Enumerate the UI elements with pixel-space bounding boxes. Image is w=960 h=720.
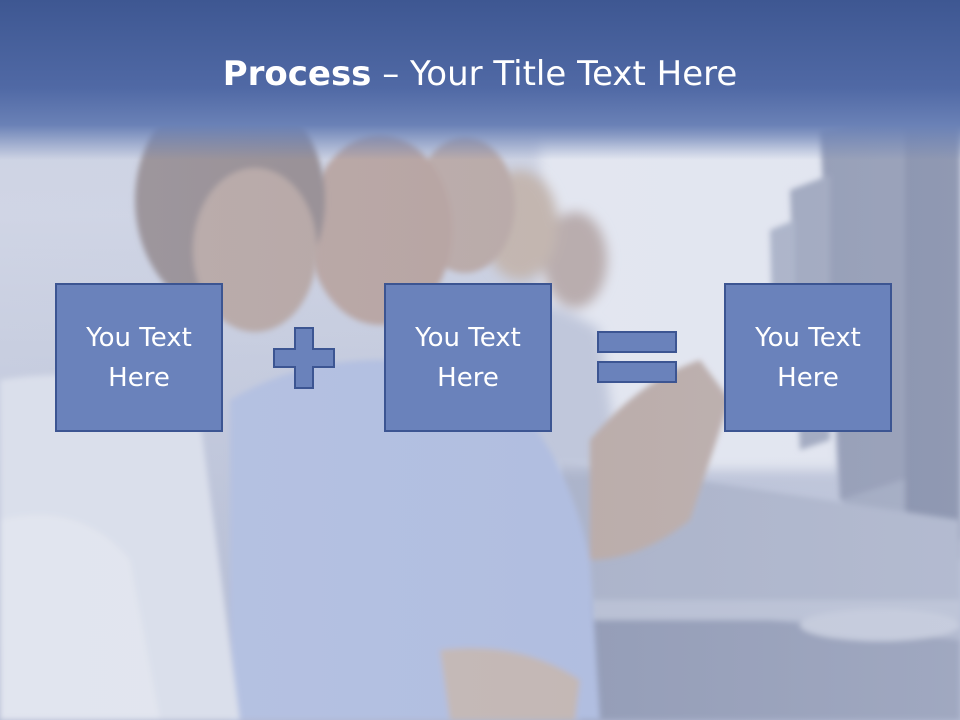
process-box-3-line-2: Here bbox=[777, 362, 839, 393]
process-box-2-line-2: Here bbox=[437, 362, 499, 393]
equals-icon bbox=[597, 331, 677, 383]
title-regular-part: – Your Title Text Here bbox=[371, 54, 738, 94]
process-box-1[interactable]: You Text Here bbox=[55, 283, 223, 432]
title-bold-part: Process bbox=[222, 54, 372, 94]
process-box-3-line-1: You Text bbox=[755, 322, 861, 353]
process-box-2-text: You Text Here bbox=[393, 318, 543, 398]
man-blue-shirt bbox=[230, 135, 730, 720]
process-box-1-line-1: You Text bbox=[86, 322, 192, 353]
process-box-3[interactable]: You Text Here bbox=[724, 283, 892, 432]
slide-title: Process – Your Title Text Here bbox=[0, 52, 960, 96]
process-box-1-text: You Text Here bbox=[64, 318, 214, 398]
plus-icon bbox=[273, 327, 335, 389]
process-box-3-text: You Text Here bbox=[733, 318, 883, 398]
title-band bbox=[0, 0, 960, 160]
process-box-1-line-2: Here bbox=[108, 362, 170, 393]
process-box-2-line-1: You Text bbox=[415, 322, 521, 353]
process-box-2[interactable]: You Text Here bbox=[384, 283, 552, 432]
